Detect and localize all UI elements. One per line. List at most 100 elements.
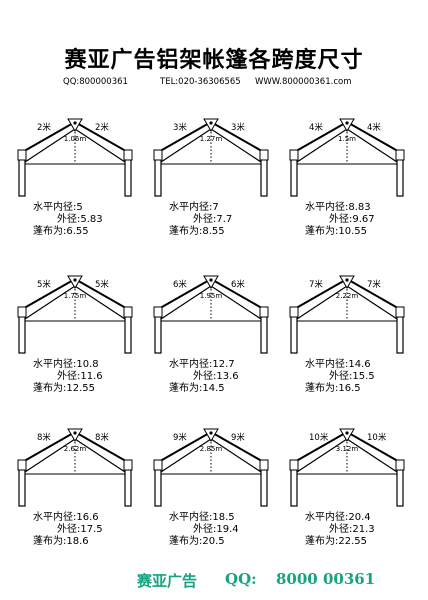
eave-connector-left (17, 306, 27, 318)
ridge-connector (339, 275, 355, 289)
rafter-right-inner (74, 128, 126, 163)
ridge-bolt (209, 121, 213, 125)
outer-diameter-label: 外径:5.83 (57, 212, 103, 225)
rafter-right-inner (210, 285, 262, 320)
eave-connector-left (153, 306, 163, 318)
rafter-left-inner (296, 438, 348, 473)
inner-diameter-label: 水平内径:7 (169, 200, 219, 213)
eave-connector-left (289, 459, 299, 471)
span-label-right: 10米 (367, 432, 387, 443)
rafter-left-inner (160, 438, 212, 473)
eave-connector-right (395, 306, 405, 318)
rafter-right-outer (346, 278, 404, 312)
eave-connector-right (259, 149, 269, 161)
rafter-right-inner (74, 438, 126, 473)
inner-diameter-label: 水平内径:18.5 (169, 510, 235, 523)
ridge-bolt (345, 121, 349, 125)
eave-connector-right (123, 149, 133, 161)
outer-diameter-label: 外径:11.6 (57, 369, 103, 382)
rafter-left-inner (160, 285, 212, 320)
span-label-left: 2米 (37, 122, 51, 133)
page-title: 赛亚广告铝架帐篷各跨度尺寸 (64, 48, 364, 73)
eave-connector-right (259, 459, 269, 471)
footer-qq-label: QQ: (225, 570, 257, 588)
ridge-bolt (345, 278, 349, 282)
canopy-size-label: 蓬布为:10.55 (305, 225, 367, 237)
inner-diameter-label: 水平内径:16.6 (33, 510, 99, 523)
inner-diameter-label: 水平内径:5 (33, 200, 83, 213)
span-label-left: 6米 (173, 279, 187, 290)
rafter-left-outer (18, 121, 76, 155)
outer-diameter-label: 外径:13.6 (193, 369, 239, 382)
span-label-right: 4米 (367, 122, 381, 133)
rafter-right-inner (210, 438, 262, 473)
rafter-left-outer (18, 431, 76, 465)
rafter-right-inner (346, 128, 398, 163)
outer-diameter-label: 外径:9.67 (329, 212, 375, 225)
rafter-left-inner (24, 285, 76, 320)
eave-connector-right (395, 149, 405, 161)
eave-connector-left (153, 149, 163, 161)
height-label: 3.12m (336, 445, 359, 453)
rafter-right-outer (210, 121, 268, 155)
rafter-right-outer (74, 431, 132, 465)
canopy-size-label: 蓬布为:8.55 (169, 225, 225, 237)
canopy-size-label: 蓬布为:16.5 (305, 382, 361, 394)
rafter-left-inner (24, 438, 76, 473)
eave-connector-left (17, 459, 27, 471)
span-label-left: 8米 (37, 432, 51, 443)
rafter-right-outer (210, 431, 268, 465)
contact-line: QQ:800000361 TEL:020-36306565 WWW.800000… (0, 77, 428, 89)
rafter-left-outer (154, 278, 212, 312)
canopy-size-label: 蓬布为:6.55 (33, 225, 89, 237)
span-label-right: 9米 (231, 432, 245, 443)
eave-connector-right (259, 306, 269, 318)
ridge-bolt (209, 431, 213, 435)
rafter-left-inner (24, 128, 76, 163)
rafter-left-outer (290, 121, 348, 155)
height-label: 1.06m (64, 135, 87, 143)
rafter-left-outer (154, 121, 212, 155)
rafter-right-inner (210, 128, 262, 163)
ridge-connector (203, 428, 219, 442)
rafter-right-outer (346, 431, 404, 465)
eave-connector-left (17, 149, 27, 161)
rafter-left-outer (154, 431, 212, 465)
span-label-right: 8米 (95, 432, 109, 443)
rafter-left-outer (290, 431, 348, 465)
span-label-left: 10米 (309, 432, 329, 443)
height-label: 2.22m (336, 292, 359, 300)
outer-diameter-label: 外径:15.5 (329, 369, 375, 382)
ridge-bolt (73, 431, 77, 435)
eave-connector-right (395, 459, 405, 471)
contact-tel: TEL:020-36306565 (160, 77, 241, 87)
span-label-left: 4米 (309, 122, 323, 133)
span-label-right: 6米 (231, 279, 245, 290)
canopy-size-label: 蓬布为:20.5 (169, 535, 225, 547)
eave-connector-right (123, 459, 133, 471)
canopy-size-label: 蓬布为:18.6 (33, 535, 89, 547)
footer-brand: 赛亚广告 (137, 572, 198, 590)
canopy-size-label: 蓬布为:22.55 (305, 535, 367, 547)
inner-diameter-label: 水平内径:8.83 (305, 200, 371, 213)
span-label-right: 2米 (95, 122, 109, 133)
canopy-size-label: 蓬布为:14.5 (169, 382, 225, 394)
eave-connector-right (123, 306, 133, 318)
span-label-left: 3米 (173, 122, 187, 133)
canopy-size-label: 蓬布为:12.55 (33, 382, 95, 394)
ridge-bolt (73, 278, 77, 282)
ridge-connector (67, 275, 83, 289)
ridge-bolt (345, 431, 349, 435)
outer-diameter-label: 外径:21.3 (329, 522, 375, 535)
eave-connector-left (289, 306, 299, 318)
height-label: 2.62m (64, 445, 87, 453)
eave-connector-left (153, 459, 163, 471)
inner-diameter-label: 水平内径:14.6 (305, 357, 371, 370)
rafter-right-outer (346, 121, 404, 155)
span-label-left: 5米 (37, 279, 51, 290)
contact-website[interactable]: WWW.800000361.com (255, 77, 352, 87)
rafter-right-inner (346, 285, 398, 320)
height-label: 1.5m (338, 135, 356, 143)
outer-diameter-label: 外径:7.7 (193, 212, 232, 225)
rafter-right-outer (74, 278, 132, 312)
